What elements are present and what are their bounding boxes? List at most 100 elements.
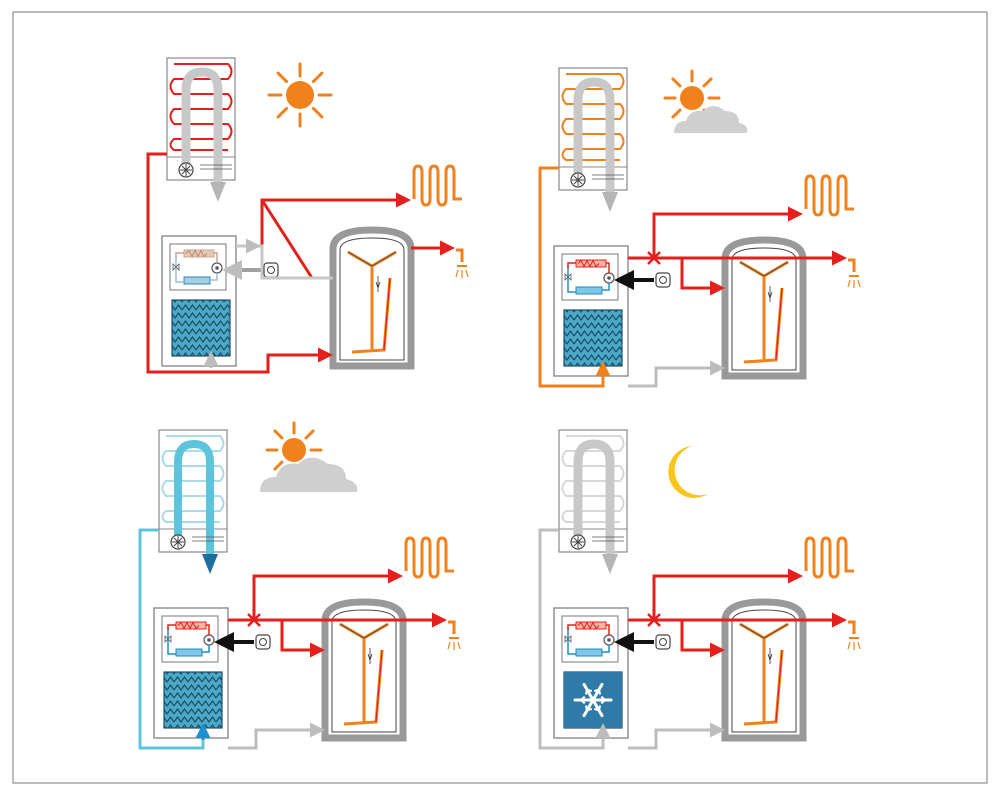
collector-flow-arrow (573, 439, 615, 557)
refrigerant-line (214, 252, 218, 263)
ice-tank-coil-pattern (564, 310, 622, 366)
sun-ray (311, 106, 324, 119)
return-pipe (628, 722, 725, 750)
radiator-heating-coil (404, 536, 454, 579)
cloud-icon (260, 457, 358, 492)
valve-icon (767, 286, 773, 302)
ice-tank-coil-pattern (172, 300, 230, 356)
return-pipe (628, 360, 725, 388)
storage-supply-pipe (228, 618, 325, 658)
refrigerant-line (567, 628, 576, 655)
thermostat-icon (263, 262, 279, 278)
refrigerant-line (567, 266, 576, 293)
refrigerant-line (602, 283, 610, 291)
stratification-outline (739, 623, 789, 639)
sun-ray (311, 71, 324, 84)
refrigerant-line (210, 273, 218, 281)
evaporator-coil (175, 648, 203, 657)
compressor-hub (607, 638, 611, 642)
crossing-valve-icon (647, 613, 661, 627)
snowflake-branch (584, 688, 593, 695)
refrigerant-line (567, 262, 576, 268)
collector-flow-arrowhead (602, 192, 618, 212)
water-drops (847, 641, 861, 650)
supply-pipe (146, 152, 333, 374)
crossing-valve-icon (247, 613, 261, 627)
snowflake-branch (593, 705, 602, 712)
heat-exchanger-core (375, 649, 383, 723)
radiator-pipe (652, 568, 803, 620)
radiator-heating-coil (804, 174, 854, 217)
panel-sunny (146, 57, 469, 374)
sun-icon (680, 86, 704, 110)
heat-exchanger-core (775, 287, 783, 361)
evaporator-coil (575, 648, 603, 657)
refrigerant-line (602, 645, 610, 653)
stratification-outline (739, 261, 789, 277)
collector-flow-arrow (181, 67, 223, 185)
radiator-pipe (252, 568, 403, 620)
refrigerant-line (202, 645, 210, 653)
solar-collector (158, 429, 228, 553)
refrigerant-line (167, 628, 176, 655)
condenser-zigzag (177, 621, 200, 630)
refrigerant-line (606, 624, 610, 635)
sun-icon (286, 81, 314, 109)
compressor-hub (607, 276, 611, 280)
collector-flow-arrowhead (210, 182, 226, 202)
thermostat-dial (659, 276, 667, 284)
refrigerant-line (167, 624, 176, 630)
water-drops (847, 279, 861, 288)
cloud-icon (674, 106, 748, 133)
source-pipe (138, 528, 205, 750)
sun-ray (276, 71, 289, 84)
water-drops (447, 641, 461, 650)
sun-ray (671, 108, 682, 119)
thermostat-dial (259, 638, 267, 646)
condenser-zigzag (577, 621, 600, 630)
condenser-zigzag (577, 259, 600, 268)
snowflake-branch (584, 705, 593, 712)
fan-blades (180, 164, 192, 176)
radiator-heating-coil (804, 536, 854, 579)
storage-supply-pipe (628, 618, 725, 658)
thermostat-icon (655, 272, 671, 288)
sun-ray (276, 106, 289, 119)
expansion-valve-icon (564, 273, 572, 281)
valve-icon (367, 648, 373, 664)
water-drops (455, 269, 469, 278)
expansion-valve-icon (164, 635, 172, 643)
sun-ray (304, 429, 315, 440)
heat-exchanger-core (383, 277, 391, 351)
thermostat-icon (655, 634, 671, 650)
collector-flow-arrowhead (602, 554, 618, 574)
source-pipe (538, 166, 605, 388)
hot-water-tap-icon (448, 620, 456, 634)
evaporator-coil (183, 276, 211, 285)
panel-night (538, 429, 861, 750)
compressor-hub (215, 266, 219, 270)
fan-blades (572, 174, 584, 186)
crossing-valve-icon (647, 251, 661, 265)
refrigerant-line (606, 262, 610, 273)
panel-cloudy (138, 421, 461, 750)
hot-water-tap-icon (848, 258, 856, 272)
moon-icon (668, 446, 708, 498)
compressor-hub (207, 638, 211, 642)
thermostat-dial (267, 266, 275, 274)
refrigerant-line (175, 256, 184, 283)
snowflake-branch (579, 695, 586, 705)
refrigerant-line (206, 624, 210, 635)
stratification-outline (347, 251, 397, 267)
panel-sun-cloud (538, 67, 861, 388)
snowflake-branch (593, 688, 602, 695)
sun-ray (273, 429, 284, 440)
heat-exchanger-core (775, 649, 783, 723)
radiator-heating-coil (412, 164, 462, 207)
hot-water-tap-icon (848, 620, 856, 634)
fan-blades (172, 536, 184, 548)
expansion-valve-icon (564, 635, 572, 643)
outer-frame (12, 11, 988, 784)
